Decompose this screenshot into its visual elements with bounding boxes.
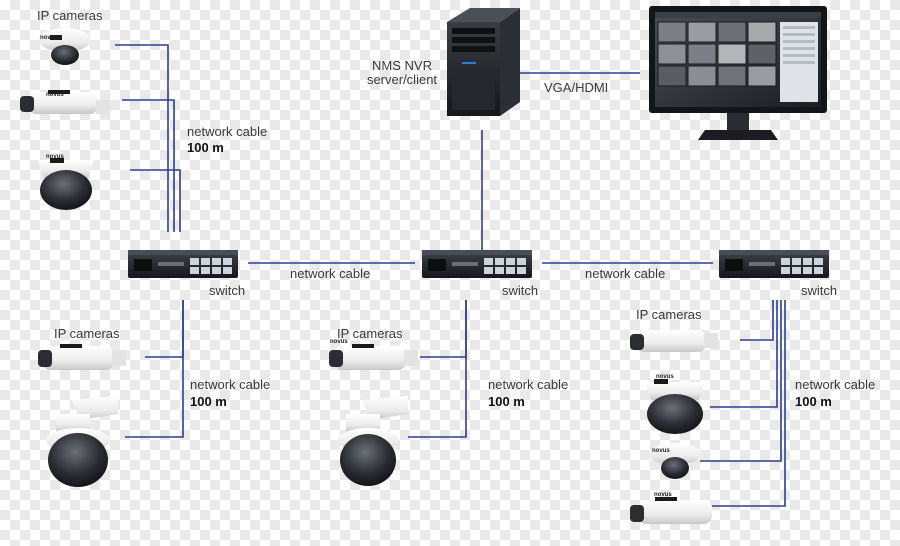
network-cable-label-top-left: network cable: [187, 124, 268, 139]
switch-label-left: switch: [209, 283, 246, 298]
vga-hdmi-label: VGA/HDMI: [544, 80, 609, 95]
camera-bullet-icon: [630, 330, 718, 352]
cable-bm-cam2: [408, 300, 467, 438]
switch-label-middle: switch: [502, 283, 539, 298]
cable-br-cam3: [700, 300, 782, 462]
network-cable-label-bottom-left: network cable: [190, 377, 271, 392]
cable-tl-cam2: [122, 99, 175, 232]
camera-dome-large-icon: [645, 379, 705, 434]
brand-logo: novus: [652, 448, 670, 454]
camera-bullet-icon: [329, 344, 418, 370]
cable-bl-cam1: [145, 300, 184, 358]
cable-br-cam1: [740, 300, 774, 341]
switch-middle: [422, 250, 532, 278]
cable-br-cam2: [710, 300, 778, 408]
ip-cameras-label-top-left: IP cameras: [37, 8, 103, 23]
network-cable-label-bottom-middle: network cable: [488, 377, 569, 392]
brand-logo: novus: [654, 492, 672, 498]
camera-dome-large-icon: [38, 158, 94, 210]
camera-dome-small-icon: [649, 443, 701, 479]
cable-br-cam4: [712, 300, 786, 507]
switch-label-right: switch: [801, 283, 838, 298]
network-cable-label-switch-1-2: network cable: [290, 266, 371, 281]
brand-logo: novus: [656, 374, 674, 380]
switch-left: [128, 250, 238, 278]
camera-bullet-icon: [38, 344, 126, 370]
server-label-line2: server/client: [366, 72, 438, 87]
distance-label-bottom-right: 100 m: [795, 394, 832, 409]
camera-bullet-icon: [20, 90, 110, 114]
distance-label-bottom-middle: 100 m: [488, 394, 525, 409]
network-cable-label-switch-2-3: network cable: [585, 266, 666, 281]
ip-cameras-label-bottom-left: IP cameras: [54, 326, 120, 341]
network-cable-label-bottom-right: network cable: [795, 377, 876, 392]
ip-cameras-label-bottom-right: IP cameras: [636, 307, 702, 322]
cable-tl-cam1: [115, 44, 169, 232]
camera-dome-small-icon: [39, 28, 91, 65]
network-cables: [115, 44, 786, 507]
brand-logo: novus: [46, 154, 64, 160]
cable-tl-cam3: [130, 169, 181, 232]
monitor-icon: [649, 6, 827, 140]
camera-ptz-icon: [338, 396, 408, 486]
cable-bl-cam2: [125, 300, 184, 438]
brand-logo: novus: [46, 92, 64, 98]
distance-label-bottom-left: 100 m: [190, 394, 227, 409]
nvr-server-icon: [447, 8, 520, 116]
distance-label-top-left: 100 m: [187, 140, 224, 155]
camera-brand-marks: novus novus novus novus novus novus novu…: [40, 35, 674, 498]
cable-bm-cam1: [420, 300, 467, 358]
server-label-line1: NMS NVR: [372, 58, 432, 73]
camera-bullet-icon: [630, 497, 712, 524]
brand-logo: novus: [40, 35, 58, 41]
camera-ptz-icon: [46, 396, 118, 487]
ip-cameras-label-bottom-middle: IP cameras: [337, 326, 403, 341]
switch-right: [719, 250, 829, 278]
brand-logo: novus: [330, 339, 348, 345]
